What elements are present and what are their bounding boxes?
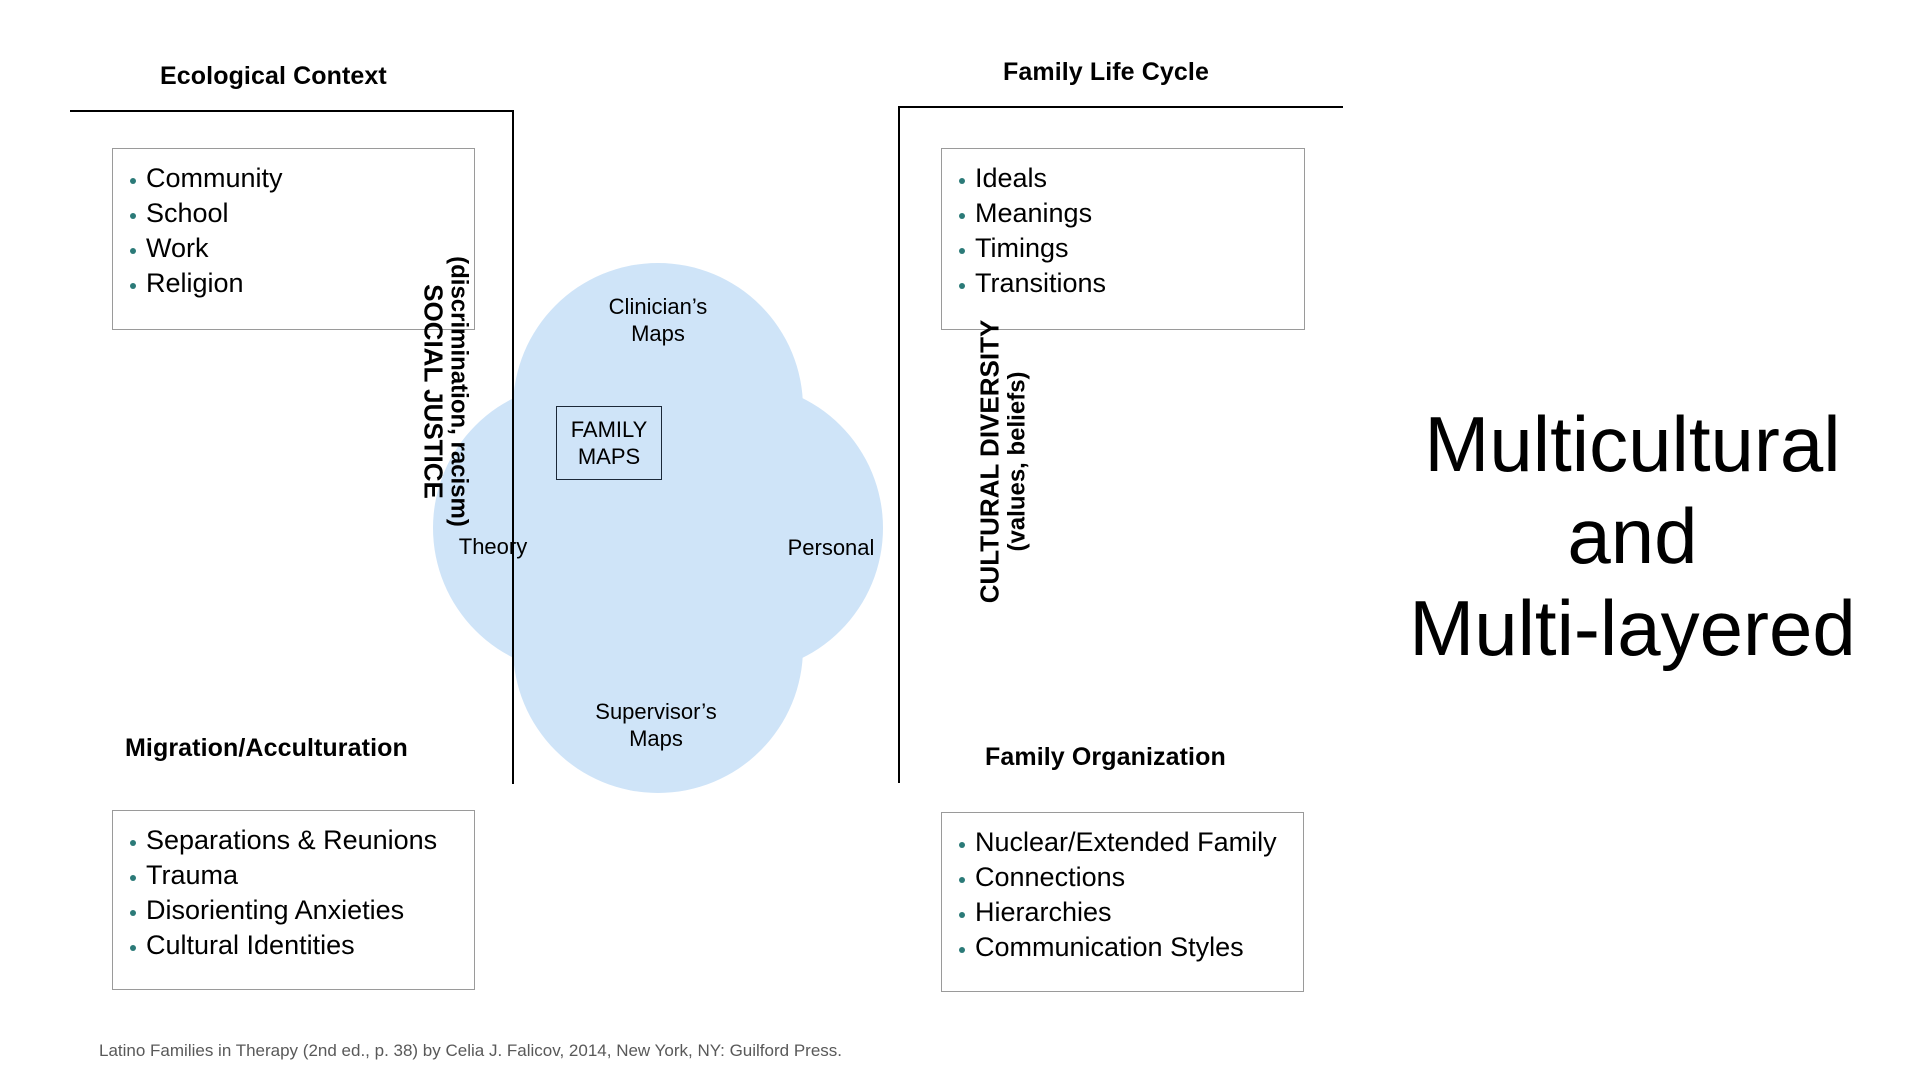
page-title-line1: Multicultural [1424,400,1841,488]
venn-label-line1: Supervisor’s [595,699,717,724]
list-item: Connections [956,860,1287,895]
venn-label-theory: Theory [403,533,583,560]
bracket-right [898,106,1343,783]
list-item: Transitions [956,266,1288,301]
list-item: Religion [127,266,458,301]
venn-label-line1: Personal [787,535,875,560]
venn-label-clinicians-maps: Clinician’s Maps [558,293,758,347]
venn-label-line1: Clinician’s [608,294,708,319]
list-item: Communication Styles [956,930,1287,965]
venn-diagram: Clinician’s Maps Theory Personal Supervi… [408,238,908,818]
venn-label-supervisors-maps: Supervisor’s Maps [556,698,756,752]
venn-label-line2: Maps [629,726,683,751]
list-item: Hierarchies [956,895,1287,930]
circle-supervisors-maps [513,503,803,793]
family-maps-line2: MAPS [577,444,641,469]
list-item: Ideals [956,161,1288,196]
heading-ecological-context: Ecological Context [160,62,387,90]
list-item: Disorienting Anxieties [127,893,458,928]
family-maps-center-box: FAMILY MAPS [556,406,662,480]
list-item: Cultural Identities [127,928,458,963]
list-item: Trauma [127,858,458,893]
box-family-life-cycle: Ideals Meanings Timings Transitions [941,148,1305,330]
list-family-life-cycle: Ideals Meanings Timings Transitions [956,161,1288,301]
heading-migration-acculturation: Migration/Acculturation [125,734,408,762]
list-migration-acculturation: Separations & Reunions Trauma Disorienti… [127,823,458,963]
list-item: Meanings [956,196,1288,231]
list-family-organization: Nuclear/Extended Family Connections Hier… [956,825,1287,965]
box-ecological-context: Community School Work Religion [112,148,475,330]
axis-label-cultural-diversity-main: CULTURAL DIVERSITY [974,319,1005,604]
page-title-line2: and [1567,492,1698,581]
list-item: Work [127,231,458,266]
list-item: Timings [956,231,1288,266]
venn-label-personal: Personal [741,534,921,561]
page-title-line3: Multi-layered [1409,584,1856,673]
list-item: School [127,196,458,231]
axis-label-cultural-diversity-sub: (values, beliefs) [1003,371,1031,552]
list-ecological-context: Community School Work Religion [127,161,458,301]
list-item: Nuclear/Extended Family [956,825,1287,860]
venn-label-line2: Maps [631,321,685,346]
family-maps-line1: FAMILY [570,417,648,442]
axis-label-cultural-diversity: CULTURAL DIVERSITY (values, beliefs) [974,291,1031,631]
heading-family-organization: Family Organization [985,743,1226,771]
box-migration-acculturation: Separations & Reunions Trauma Disorienti… [112,810,475,990]
box-family-organization: Nuclear/Extended Family Connections Hier… [941,812,1304,992]
heading-family-life-cycle: Family Life Cycle [1003,58,1209,86]
list-item: Community [127,161,458,196]
source-citation: Latino Families in Therapy (2nd ed., p. … [99,1041,843,1060]
venn-label-line1: Theory [458,534,528,559]
venn-circles [433,263,883,793]
list-item: Separations & Reunions [127,823,458,858]
page-title: Multicultural and Multi-layered [1380,398,1885,674]
